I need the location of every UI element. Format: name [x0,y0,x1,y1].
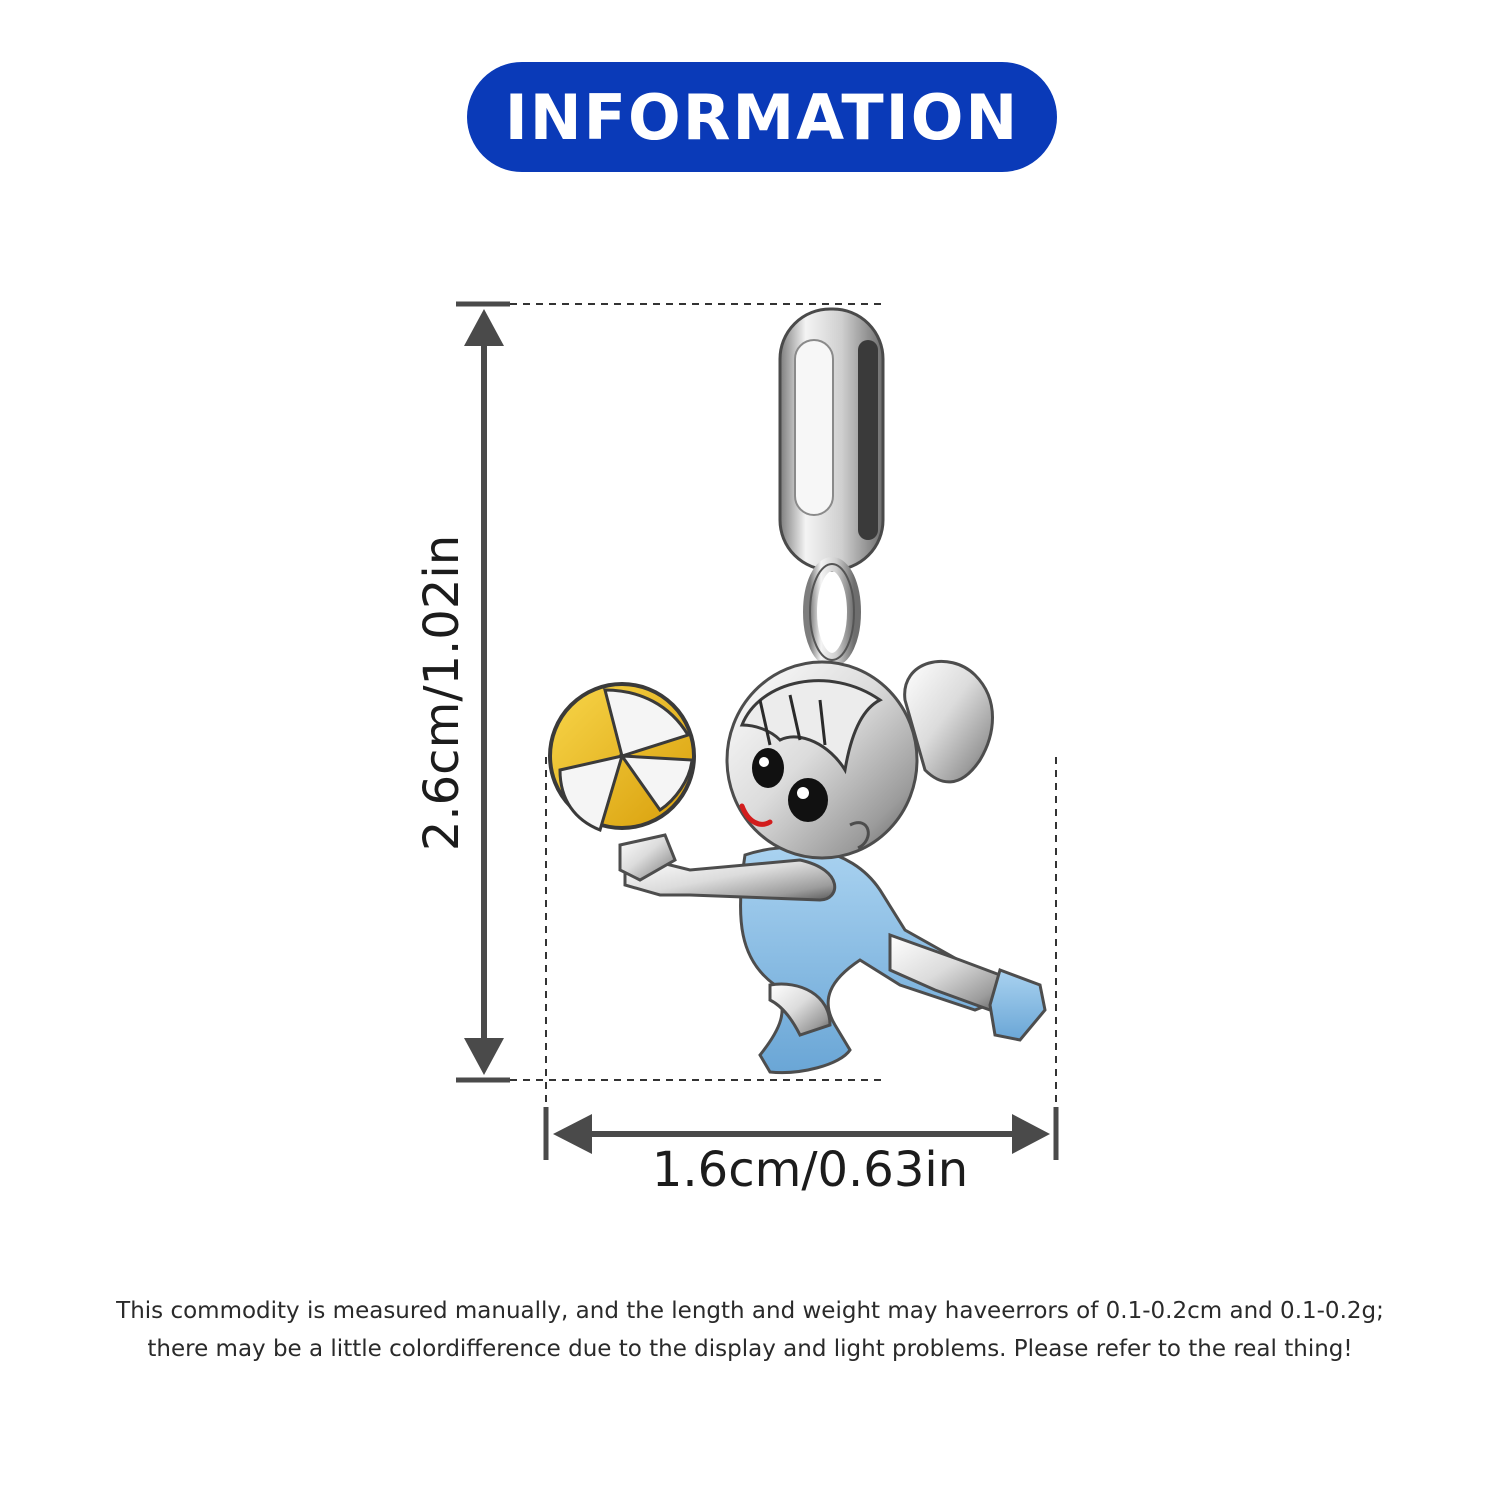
guide-lines [510,303,1057,1158]
player-head-icon [725,659,994,860]
header-banner: INFORMATION [467,62,1057,172]
charm-illustration [548,307,1047,1075]
disclaimer-line-1: This commodity is measured manually, and… [116,1298,1384,1324]
left-eye-icon [752,748,784,788]
header-title: INFORMATION [504,80,1020,154]
volleyball-icon [548,682,696,833]
bail-icon [778,307,885,572]
disclaimer-line-2: there may be a little colordifference du… [147,1336,1353,1362]
width-dimension-label: 1.6cm/0.63in [651,1142,969,1198]
width-arrow [543,1107,1059,1160]
mouth-icon [739,803,773,827]
player-body-icon [738,845,1047,1075]
height-arrow [456,301,510,1083]
player-arms-icon [618,833,837,902]
height-dimension-label: 2.6cm/1.02in [414,534,470,852]
disclaimer-text: This commodity is measured manually, and… [60,1292,1440,1368]
right-eye-icon [788,778,828,822]
